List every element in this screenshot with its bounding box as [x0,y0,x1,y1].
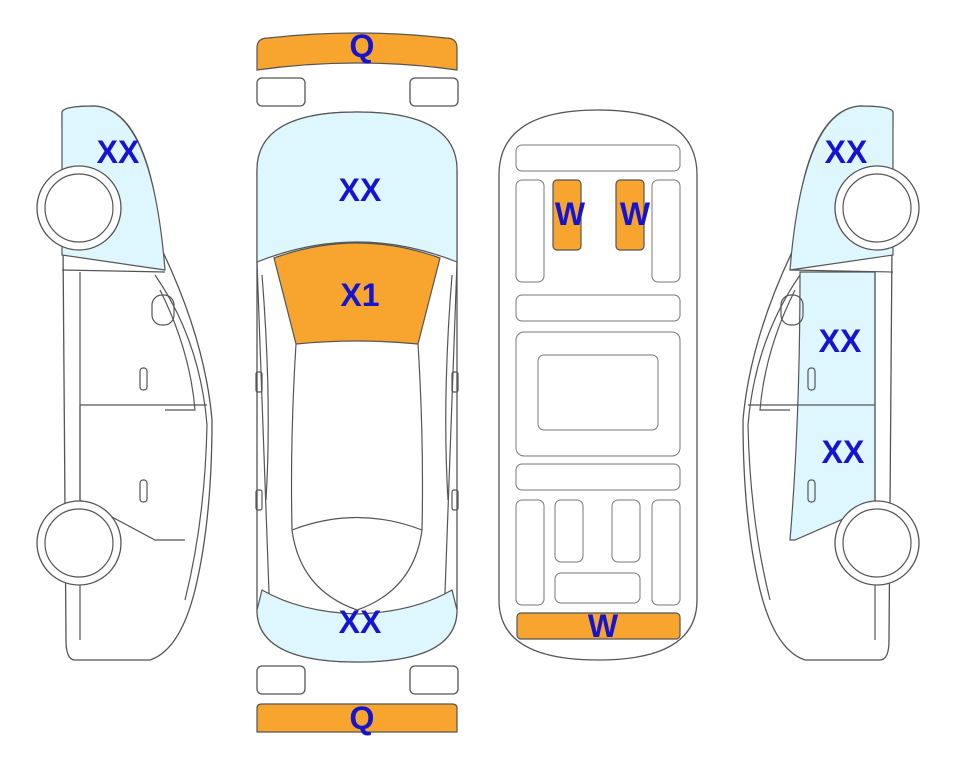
left-rear-wheel [36,500,122,586]
rear-panel-label: XX [339,604,382,640]
rear-floor-label: W [588,608,619,644]
right-rear-wheel [834,500,920,586]
front-left-seat-label: W [555,196,586,232]
front-right-seat-panel [615,179,645,251]
hood-label: XX [339,172,382,208]
right-side-front-label: XX [825,134,868,170]
right-side-doors-panel [789,271,876,541]
rear-floor-panel [516,612,681,640]
interior-body [498,109,698,661]
front-right-mirror [409,77,459,107]
front-bumper-label: Q [350,28,375,64]
front-right-seat-label: W [620,196,651,232]
interior-view: W W W [498,109,698,661]
left-side-front-label: XX [97,134,140,170]
left-front-wheel [36,165,122,251]
hood-panel [256,111,458,263]
windshield-panel [273,242,441,345]
rear-right-light [409,665,459,695]
left-side-view: XX [36,105,213,661]
front-left-mirror [256,77,306,107]
right-side-door-front-label: XX [819,323,862,359]
right-front-wheel [834,165,920,251]
rear-left-light [256,665,306,695]
right-side-door-rear-label: XX [822,434,865,470]
rear-bumper-label: Q [350,700,375,736]
top-view: Q XX X1 XX Q [255,28,459,736]
windshield-label: X1 [340,277,379,313]
rear-panel [256,589,458,663]
right-side-view: XX XX XX [742,105,920,661]
front-bumper-panel [256,32,458,71]
front-left-seat-panel [552,179,582,251]
rear-bumper-panel [256,703,458,733]
